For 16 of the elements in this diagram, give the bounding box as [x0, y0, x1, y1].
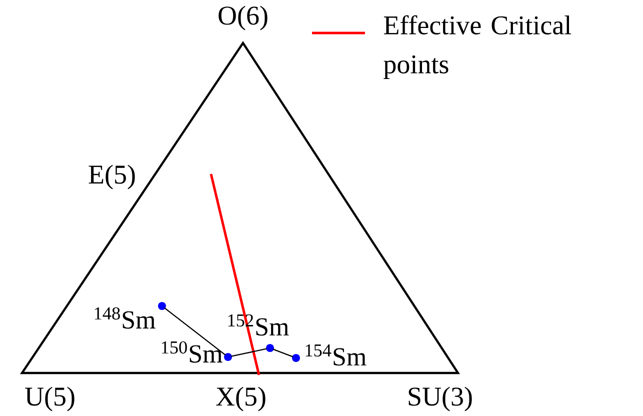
data-point [292, 354, 300, 362]
connector-line [164, 307, 226, 356]
isotope-label: $^{154}$Sm [306, 344, 366, 366]
legend-text: Effective Critical points [384, 15, 572, 79]
vertex-label: O(6) [218, 6, 268, 30]
data-point [224, 353, 232, 361]
vertex-label: U(5) [25, 386, 74, 412]
connector-line [231, 348, 267, 357]
isotope-label: $^{150}$Sm [162, 341, 222, 363]
isotope-label: $^{148}$Sm [94, 307, 156, 329]
vertex-label: E(5) [88, 164, 135, 190]
connector-line [272, 348, 294, 358]
data-point [266, 344, 274, 352]
vertex-label: X(5) [216, 386, 266, 412]
vertex-label: SU(3) [408, 386, 472, 412]
data-point [158, 302, 166, 310]
